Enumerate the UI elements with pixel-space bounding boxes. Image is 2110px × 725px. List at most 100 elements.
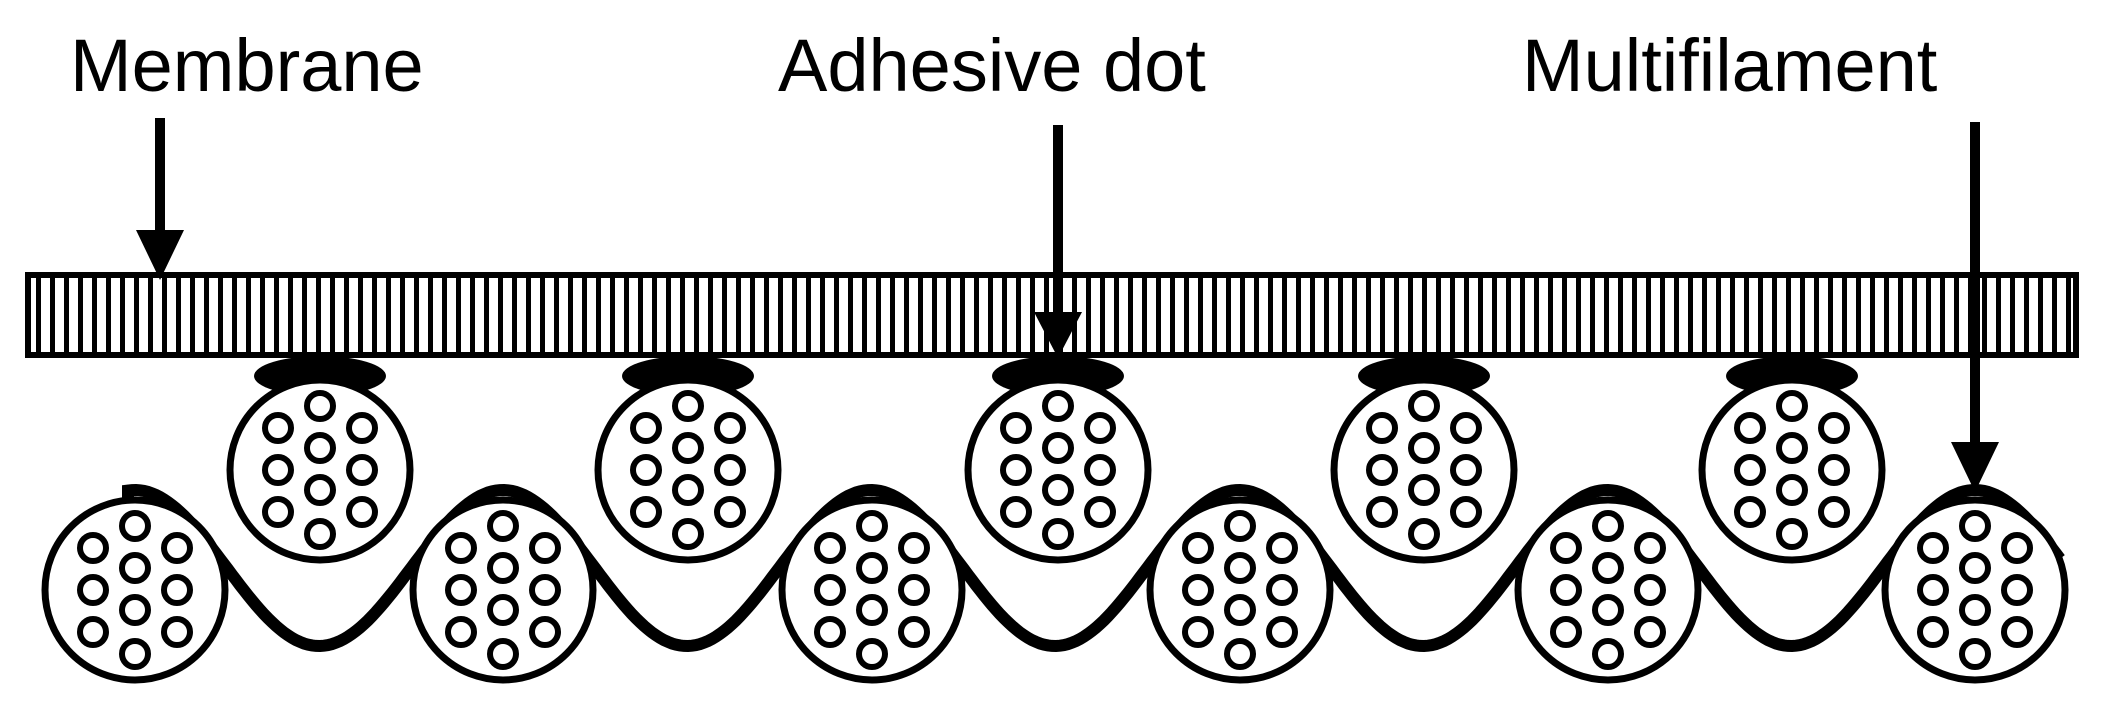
filament <box>1000 412 1032 444</box>
filament <box>814 574 846 606</box>
filament <box>1450 454 1482 486</box>
filament <box>1592 510 1624 542</box>
filament <box>529 532 561 564</box>
upper-yarn <box>964 376 1152 564</box>
filament <box>672 390 704 422</box>
filament <box>1776 518 1808 550</box>
filament <box>1959 638 1991 670</box>
filament <box>1734 412 1766 444</box>
filament <box>529 616 561 648</box>
filament <box>1818 496 1850 528</box>
filament <box>346 496 378 528</box>
filament <box>1634 616 1666 648</box>
filament <box>1408 390 1440 422</box>
filament <box>77 532 109 564</box>
filament <box>1408 518 1440 550</box>
filament <box>1917 532 1949 564</box>
filament <box>714 496 746 528</box>
filament <box>1634 574 1666 606</box>
filament <box>1084 412 1116 444</box>
filament <box>714 412 746 444</box>
filament <box>1266 616 1298 648</box>
filament <box>304 390 336 422</box>
filament <box>2001 574 2033 606</box>
membrane-label: Membrane <box>70 24 424 107</box>
membrane <box>25 272 2079 358</box>
filament <box>487 510 519 542</box>
filament <box>161 532 193 564</box>
filament <box>119 552 151 584</box>
filament <box>898 616 930 648</box>
filament <box>1366 454 1398 486</box>
upper-yarn <box>1330 376 1518 564</box>
filament <box>262 412 294 444</box>
filament <box>1959 510 1991 542</box>
filament <box>1959 552 1991 584</box>
filament <box>1917 616 1949 648</box>
filament <box>856 638 888 670</box>
filament <box>445 616 477 648</box>
filament <box>1592 638 1624 670</box>
filament <box>1266 532 1298 564</box>
adhesive-dot-label: Adhesive dot <box>778 24 1206 107</box>
filament <box>1224 510 1256 542</box>
filament <box>856 552 888 584</box>
filament <box>1776 390 1808 422</box>
lower-yarn <box>1146 496 1334 684</box>
filament <box>1734 496 1766 528</box>
filament <box>1818 412 1850 444</box>
adhesive-dot-arrow <box>1034 125 1082 358</box>
filament <box>1042 432 1074 464</box>
filament <box>1182 616 1214 648</box>
filament <box>630 496 662 528</box>
filament <box>1084 454 1116 486</box>
filament <box>1917 574 1949 606</box>
filament <box>856 594 888 626</box>
filament <box>672 432 704 464</box>
filament <box>1550 574 1582 606</box>
filament <box>346 412 378 444</box>
filament <box>1592 552 1624 584</box>
filament <box>1408 432 1440 464</box>
filament <box>262 496 294 528</box>
filament <box>2001 616 2033 648</box>
filament <box>1408 474 1440 506</box>
filament <box>119 594 151 626</box>
lower-yarn <box>41 496 229 684</box>
filament <box>898 574 930 606</box>
filament <box>1224 594 1256 626</box>
filament <box>1959 594 1991 626</box>
filament <box>1182 532 1214 564</box>
filament <box>1818 454 1850 486</box>
upper-yarn <box>1698 376 1886 564</box>
filament <box>1450 496 1482 528</box>
filament <box>814 532 846 564</box>
filament <box>487 638 519 670</box>
filament <box>1224 552 1256 584</box>
filament <box>487 552 519 584</box>
filament <box>304 518 336 550</box>
filament <box>1734 454 1766 486</box>
filament <box>1182 574 1214 606</box>
filament <box>1776 474 1808 506</box>
filament <box>672 518 704 550</box>
filament <box>161 616 193 648</box>
filament <box>714 454 746 486</box>
filament <box>1000 454 1032 486</box>
filament <box>1084 496 1116 528</box>
membrane-arrow <box>136 118 184 280</box>
filament <box>1366 496 1398 528</box>
filament <box>1366 412 1398 444</box>
filament <box>346 454 378 486</box>
filament <box>77 616 109 648</box>
filament <box>2001 532 2033 564</box>
filament <box>161 574 193 606</box>
filament <box>672 474 704 506</box>
upper-yarn <box>226 376 414 564</box>
lower-yarn <box>409 496 597 684</box>
lower-yarn-row <box>41 496 2069 684</box>
filament <box>1450 412 1482 444</box>
multifilament-arrow <box>1951 122 1999 492</box>
filament <box>1634 532 1666 564</box>
